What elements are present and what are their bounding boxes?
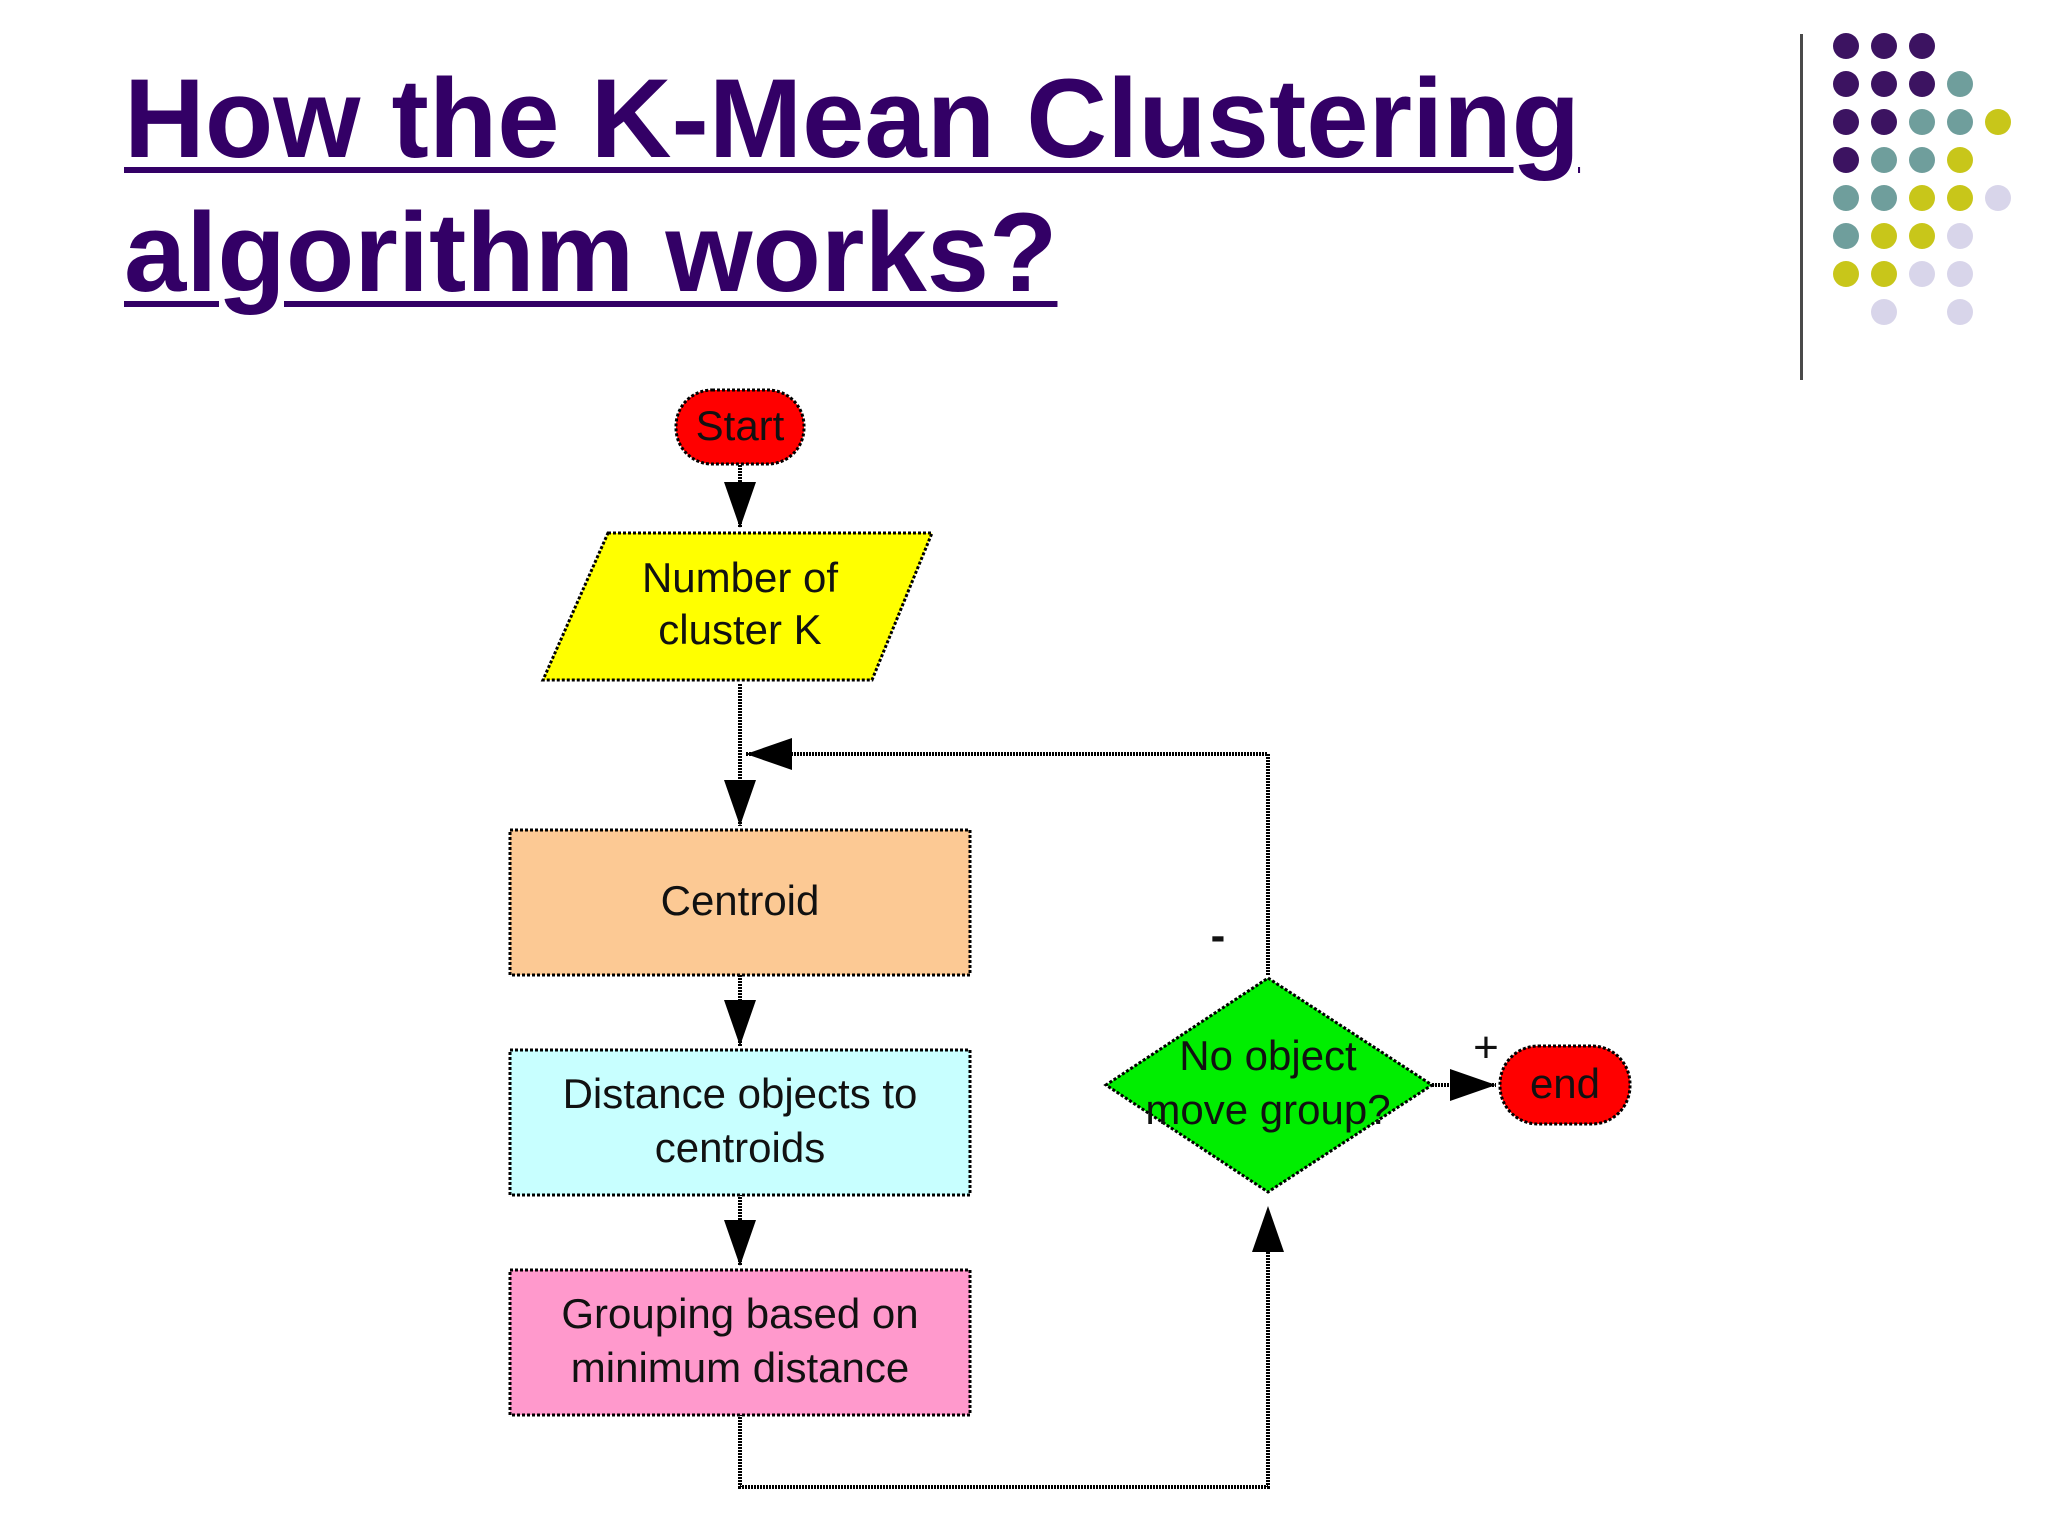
grouping-label-line-1: Grouping based on <box>561 1290 918 1337</box>
grouping-label-line-2: minimum distance <box>571 1344 909 1391</box>
arrowhead-to-grouping <box>724 1220 756 1266</box>
slide-title-line-1: How the K-Mean Clustering <box>124 56 1581 181</box>
arrowhead-to-input <box>724 482 756 528</box>
no-branch-label: - <box>1211 911 1226 960</box>
input-label-line-1: Number of <box>642 554 838 601</box>
distance-label-line-2: centroids <box>655 1124 825 1171</box>
arrow-decision-loop-back <box>746 752 1270 975</box>
decision-label-line-1: No object <box>1179 1032 1357 1079</box>
grouping-box <box>508 1268 972 1417</box>
decision-label-line-2: move group? <box>1145 1086 1390 1133</box>
start-terminal <box>674 388 806 466</box>
start-label: Start <box>696 402 785 449</box>
arrowhead-to-centroid <box>724 780 756 826</box>
centroid-label: Centroid <box>661 877 820 924</box>
decision-diamond <box>1103 976 1435 1194</box>
vertical-divider <box>1800 34 1803 380</box>
input-label-line-2: cluster K <box>658 606 821 653</box>
yes-branch-label: + <box>1473 1023 1499 1072</box>
distance-box <box>508 1048 972 1197</box>
end-terminal <box>1498 1044 1632 1126</box>
distance-label-line-1: Distance objects to <box>563 1070 918 1117</box>
arrowhead-to-distance <box>724 1000 756 1046</box>
input-parallelogram <box>540 531 935 682</box>
centroid-box <box>508 828 972 977</box>
arrow-grouping-to-decision <box>738 1230 1270 1489</box>
slide-title-line-2: algorithm works? <box>124 190 1058 315</box>
arrowhead-to-end <box>1450 1069 1496 1101</box>
end-label: end <box>1530 1060 1600 1107</box>
arrowhead-to-decision <box>1252 1206 1284 1252</box>
arrowhead-loop-back <box>746 738 792 770</box>
slide-title: How the K-Mean Clustering algorithm work… <box>124 52 1624 320</box>
